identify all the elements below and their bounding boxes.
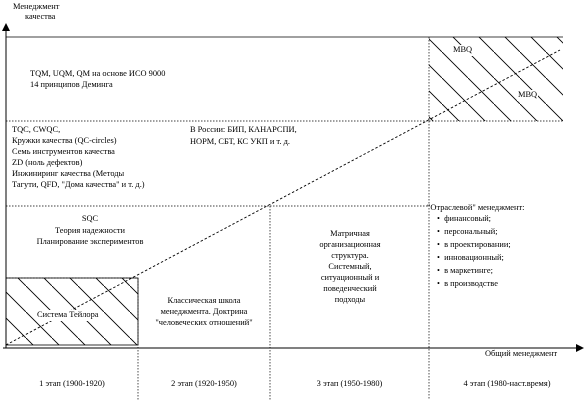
list-item: • в производстве xyxy=(437,279,498,288)
list-item-text: инновационный; xyxy=(444,253,504,262)
sector-management-title: "Отраслевой" менеджмент: xyxy=(427,203,525,212)
stage-label-2: 2 этап (1920-1950) xyxy=(171,379,237,388)
list-item: • финансовый; xyxy=(437,214,492,223)
list-item-text: в маркетинге; xyxy=(444,266,493,275)
list-item-text: в производстве xyxy=(444,279,498,288)
list-item-text: финансовый; xyxy=(444,214,492,223)
matrix-line: поведенческий xyxy=(323,284,377,293)
y-axis-label-line1: Менеджмент xyxy=(12,2,61,13)
list-item-text: в проектировании; xyxy=(444,240,511,249)
classic-school-line: "человеческих отношений" xyxy=(155,318,253,327)
classic-school-line: менеджмента. Доктрина xyxy=(160,307,248,316)
matrix-line: организационная xyxy=(319,240,381,249)
tqc-line: Кружки качества (QC-circles) xyxy=(12,136,117,145)
sqc-line: Теория надежности xyxy=(54,226,126,235)
deming-principles: 14 принципов Деминга xyxy=(30,80,113,89)
tqc-line: Инжиниринг качества (Методы xyxy=(12,169,125,178)
tqc-line: ZD (ноль дефектов) xyxy=(12,158,83,167)
classic-school-line: Классическая школа xyxy=(167,296,241,305)
list-item: • в маркетинге; xyxy=(437,266,493,275)
russia-line-1: В России: БИП, КАНАРСПИ, xyxy=(190,125,297,134)
stage-label-1: 1 этап (1900-1920) xyxy=(39,379,105,388)
list-item: • персональный; xyxy=(437,227,498,236)
tqc-line: TQC, CWQC, xyxy=(12,125,61,134)
stage-label-4: 4 этап (1980-наст.время) xyxy=(463,379,551,388)
matrix-line: подходы xyxy=(334,295,366,304)
russia-line-2: НОРМ, СБТ, КС УКП и т. д. xyxy=(190,137,290,146)
matrix-line: ситуационный и xyxy=(320,273,380,282)
matrix-line: Системный, xyxy=(328,262,372,271)
mbq-label-top: MBQ xyxy=(452,45,474,56)
trend-line xyxy=(5,49,561,346)
matrix-line: Матричная xyxy=(330,229,370,238)
list-item: • в проектировании; xyxy=(437,240,511,249)
stage-label-3: 3 этап (1950-1980) xyxy=(316,379,383,388)
sqc-title: SQC xyxy=(81,214,99,223)
tqm-title: TQM, UQM, QM на основе ИСО 9000 xyxy=(30,69,166,78)
sqc-line: Планирование экспериментов xyxy=(36,237,144,246)
matrix-line: структура. xyxy=(331,251,369,260)
mbq-label-bottom: MBQ xyxy=(517,90,539,101)
list-item-text: персональный; xyxy=(444,227,498,236)
hatched-region-mbq xyxy=(429,37,563,121)
x-axis-label: Общий менеджмент xyxy=(484,349,559,360)
y-axis-label-line2: качества xyxy=(24,12,57,23)
tqc-line: Семь инструментов качества xyxy=(12,147,115,156)
taylor-system-label: Система Тейлора xyxy=(36,310,100,321)
tqc-line: Тагути, QFD, "Дома качества" и т. д.) xyxy=(12,180,145,189)
list-item: • инновационный; xyxy=(437,253,504,262)
